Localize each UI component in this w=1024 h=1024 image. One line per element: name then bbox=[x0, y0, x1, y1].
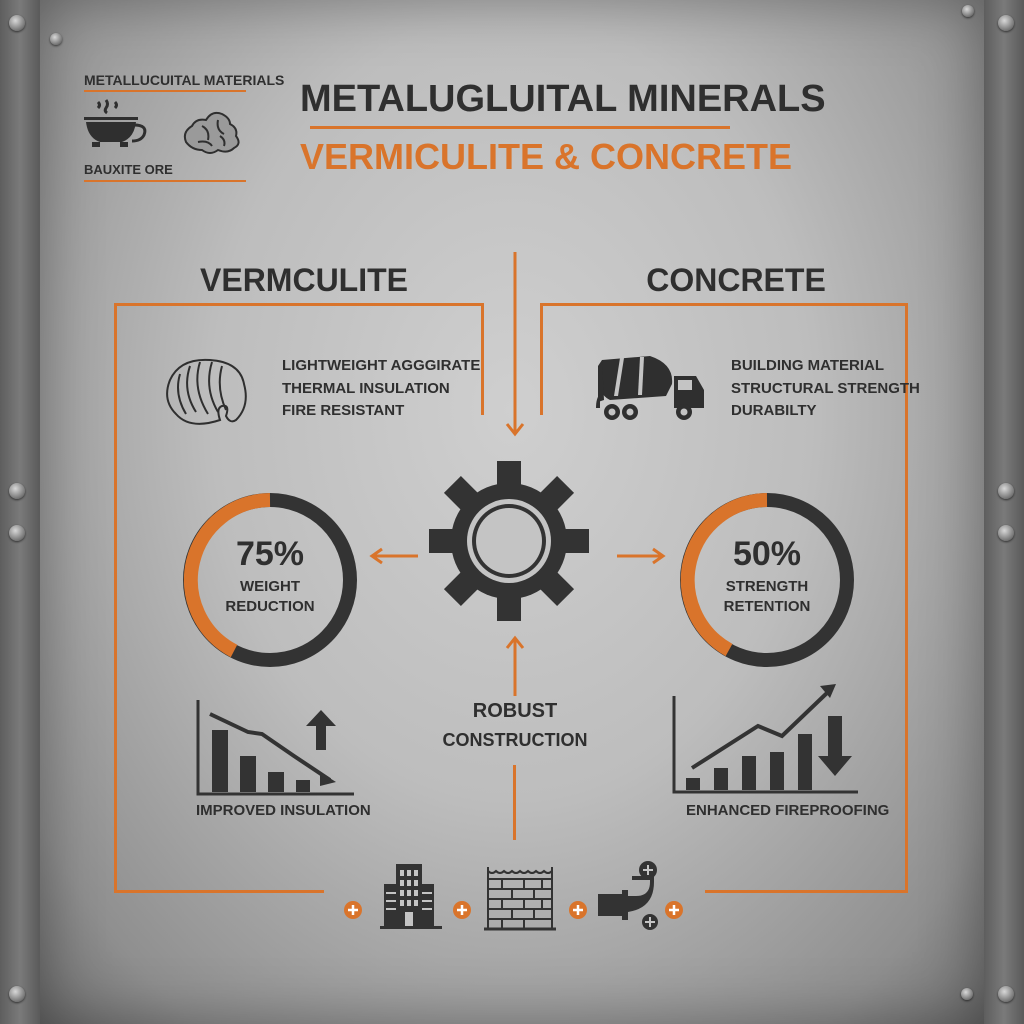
legend-caption-underline bbox=[84, 180, 246, 182]
left-arrow-icon bbox=[369, 547, 418, 565]
rivet bbox=[998, 483, 1014, 499]
building-icon bbox=[380, 864, 442, 929]
weight-reduction-label-1: WEIGHT bbox=[240, 578, 300, 595]
down-arrow-icon bbox=[505, 252, 525, 437]
rivet bbox=[998, 986, 1014, 1002]
feature-item: LIGHTWEIGHT AGGGIRATE bbox=[282, 357, 481, 374]
feature-item: THERMAL INSULATION bbox=[282, 380, 450, 397]
gear-icon bbox=[429, 461, 589, 621]
page-subtitle: VERMICULITE & CONCRETE bbox=[300, 136, 793, 177]
plus-icon bbox=[665, 901, 683, 919]
feature-item: BUILDING MATERIAL bbox=[731, 357, 885, 374]
coffee-cup-icon bbox=[84, 99, 147, 147]
vermiculite-icon bbox=[166, 358, 247, 425]
strength-retention-ring bbox=[680, 493, 854, 667]
plus-icon bbox=[569, 901, 587, 919]
rivet bbox=[9, 525, 25, 541]
feature-item: FIRE RESISTANT bbox=[282, 402, 405, 419]
ore-rocks-icon bbox=[183, 111, 240, 154]
rivet bbox=[998, 15, 1014, 31]
left-metal-rail bbox=[0, 0, 43, 1024]
up-arrow-icon bbox=[505, 635, 525, 696]
weight-reduction-value: 75% bbox=[235, 535, 305, 573]
legend-caption: BAUXITE ORE bbox=[84, 162, 173, 177]
page-title: METALUGLUITAL MINERALS bbox=[300, 78, 826, 120]
robust-label: ROBUST bbox=[472, 700, 558, 722]
weight-reduction-ring bbox=[183, 493, 357, 667]
legend-title-underline bbox=[84, 90, 246, 92]
construction-label: CONSTRUCTION bbox=[442, 730, 588, 750]
legend-title: METALLUCUITAL MATERIALS bbox=[84, 72, 285, 88]
rivet bbox=[9, 15, 25, 31]
center-connector-line bbox=[513, 765, 516, 840]
rivet bbox=[961, 988, 973, 1000]
rivet bbox=[962, 5, 974, 17]
concrete-heading: CONCRETE bbox=[646, 262, 826, 298]
rivet bbox=[50, 33, 62, 45]
rivet bbox=[9, 986, 25, 1002]
feature-item: DURABILTY bbox=[731, 402, 817, 419]
fireproofing-chart-icon bbox=[672, 684, 858, 794]
title-divider bbox=[310, 126, 730, 129]
fireproofing-chart-caption: ENHANCED FIREPROOFING bbox=[686, 802, 890, 819]
plus-icon bbox=[344, 901, 362, 919]
right-arrow-icon bbox=[617, 547, 666, 565]
plus-icon bbox=[453, 901, 471, 919]
brick-wall-icon bbox=[484, 867, 556, 931]
cement-mixer-truck-icon bbox=[596, 356, 704, 420]
feature-item: STRUCTURAL STRENGTH bbox=[731, 380, 920, 397]
weight-reduction-label-2: REDUCTION bbox=[225, 598, 315, 615]
rivet bbox=[998, 525, 1014, 541]
strength-retention-label-2: RETENTION bbox=[723, 598, 811, 615]
strength-retention-label-1: STRENGTH bbox=[725, 578, 809, 595]
insulation-chart-caption: IMPROVED INSULATION bbox=[196, 802, 371, 819]
rivet bbox=[9, 483, 25, 499]
insulation-chart-icon bbox=[196, 700, 354, 796]
strength-retention-value: 50% bbox=[732, 535, 802, 573]
vermiculite-heading: VERMCULITE bbox=[200, 262, 408, 298]
pipe-icon bbox=[598, 861, 658, 930]
right-metal-rail bbox=[981, 0, 1024, 1024]
